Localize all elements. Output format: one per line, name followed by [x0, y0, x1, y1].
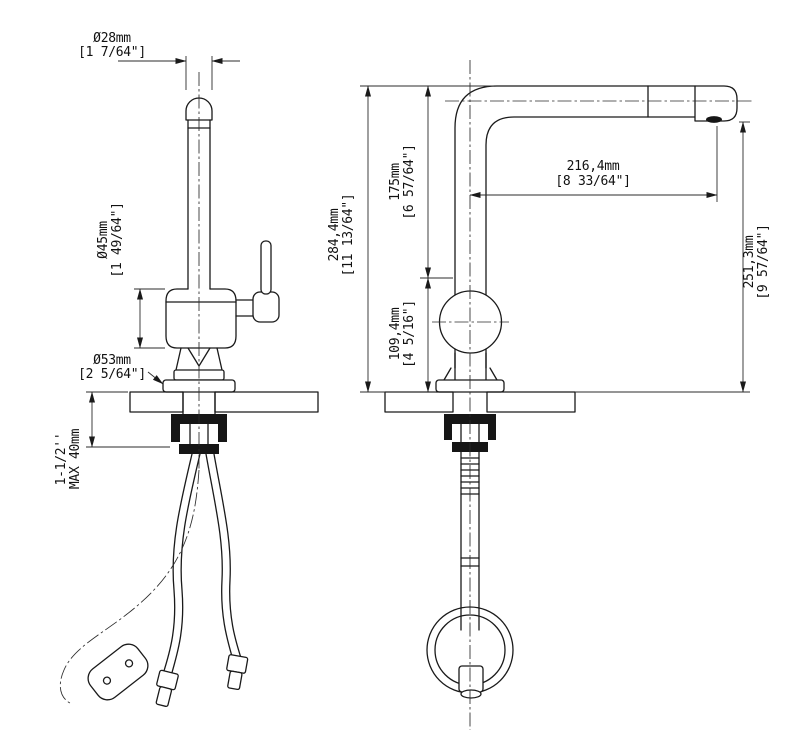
- side-countertop: [384, 391, 576, 413]
- dim-reach-mm-label: 216,4mm: [567, 159, 620, 174]
- front-spout: [185, 97, 213, 290]
- dim-upper-height-in-label: [6 57/64"]: [402, 144, 417, 219]
- front-countertop: [129, 391, 319, 413]
- front-supply-hoses: [155, 453, 249, 708]
- dim-reach-in-label: [8 33/64"]: [555, 174, 630, 189]
- dim-body-diameter-mm-label: Ø45mm: [96, 221, 111, 259]
- dim-outlet-height-mm-label: 251,3mm: [742, 235, 757, 288]
- hose-end-fitting-right: [226, 654, 249, 691]
- dim-lower-height-in-label: [4 5/16"]: [402, 300, 417, 368]
- front-view: [87, 97, 319, 708]
- side-spout: [454, 85, 738, 393]
- dim-body-diameter-in-label: [1 49/64"]: [110, 202, 125, 277]
- side-view: [384, 85, 738, 699]
- pullout-hose-weight: [87, 643, 149, 701]
- pullout-spray-head: [694, 85, 738, 122]
- dim-reach: 216,4mm [8 33/64"]: [469, 126, 718, 202]
- dim-deck-thickness-in-label: 1-1/2'': [54, 433, 69, 486]
- dim-deck-thickness: 1-1/2'' MAX 40mm: [54, 391, 170, 489]
- dim-outlet-height-in-label: [9 57/64"]: [756, 224, 771, 299]
- front-handle-lever: [235, 240, 280, 323]
- dim-spout-diameter-in-label: [1 7/64"]: [78, 45, 146, 60]
- hose-end-fitting-left: [155, 669, 179, 708]
- dim-total-height: 284,4mm [11 13/64"]: [327, 85, 494, 393]
- dim-lower-height: 109,4mm [4 5/16"]: [388, 277, 431, 393]
- dim-upper-height-mm-label: 175mm: [388, 163, 403, 201]
- front-body: [165, 288, 237, 371]
- aerator-outlet: [706, 116, 722, 123]
- dim-base-diameter-in-label: [2 5/64"]: [78, 367, 146, 382]
- dim-base-diameter-mm-label: Ø53mm: [93, 353, 131, 368]
- centerlines: [59, 60, 752, 730]
- dim-deck-thickness-mm-label: MAX 40mm: [68, 428, 83, 489]
- dim-spout-diameter: Ø28mm [1 7/64"]: [78, 31, 240, 90]
- hose-loop-end-fitting: [458, 665, 484, 693]
- dim-total-height-mm-label: 284,4mm: [327, 208, 342, 261]
- dim-lower-height-mm-label: 109,4mm: [388, 307, 403, 360]
- pullout-hose-path-centerline: [59, 469, 200, 705]
- dim-total-height-in-label: [11 13/64"]: [341, 194, 356, 277]
- dim-base-diameter: Ø53mm [2 5/64"]: [78, 353, 164, 385]
- dim-body-diameter: Ø45mm [1 49/64"]: [96, 202, 165, 349]
- dim-spout-diameter-mm-label: Ø28mm: [93, 31, 131, 46]
- dim-upper-height: 175mm [6 57/64"]: [388, 85, 453, 279]
- side-body-joint: [438, 290, 503, 354]
- dim-outlet-height: 251,3mm [9 57/64"]: [575, 121, 771, 393]
